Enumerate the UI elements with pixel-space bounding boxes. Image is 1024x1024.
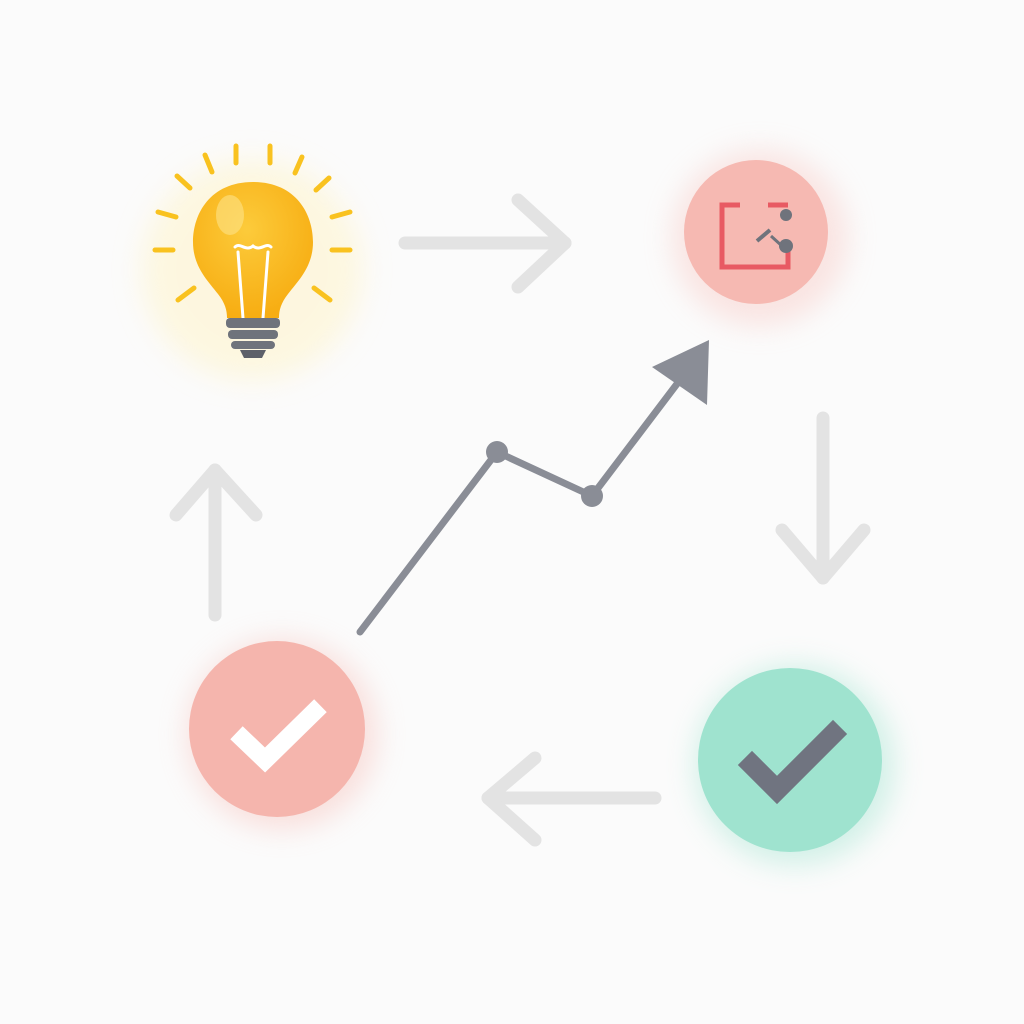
plan-node: [672, 150, 848, 326]
flowchart-icon: [719, 202, 793, 270]
trend-point: [581, 485, 603, 507]
connector-arrow-left: [481, 751, 662, 847]
light-rays: [152, 143, 353, 303]
checkmark-icon: [230, 699, 327, 773]
done-node: [695, 665, 895, 865]
connector-arrow-down: [775, 411, 871, 585]
trend-point: [486, 441, 508, 463]
trend-line-arrow: [356, 340, 709, 636]
connector-arrow-right: [398, 193, 572, 294]
connector-arrow-up: [169, 463, 263, 622]
checkmark-icon: [737, 719, 848, 805]
lightbulb-icon: [142, 143, 362, 380]
review-node: [187, 639, 377, 829]
